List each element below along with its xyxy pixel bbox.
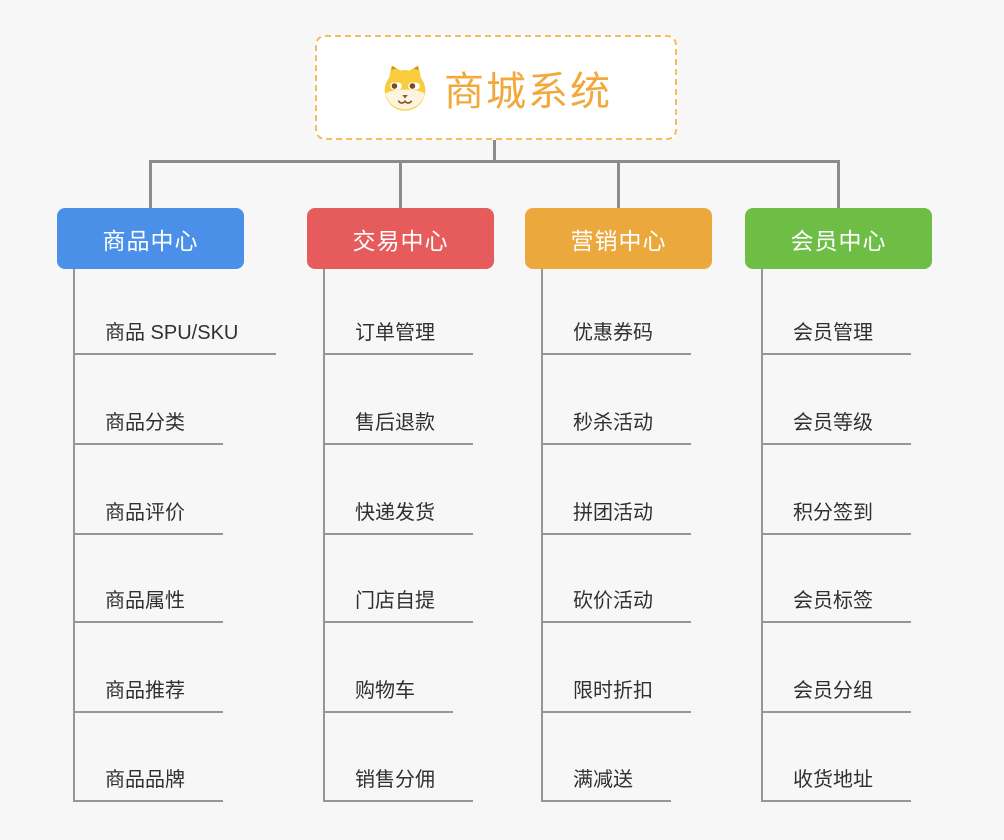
subtopic[interactable]: 商品 SPU/SKU xyxy=(73,319,277,355)
subtopic[interactable]: 满减送 xyxy=(541,766,671,802)
branch-node-products[interactable]: 商品中心 xyxy=(57,208,244,269)
subtopic[interactable]: 会员标签 xyxy=(761,587,911,623)
subtopic[interactable]: 会员管理 xyxy=(761,319,911,355)
subtopic[interactable]: 会员等级 xyxy=(761,409,911,445)
connector-drop-products xyxy=(149,160,152,210)
connector-drop-members xyxy=(837,160,840,210)
branch-line xyxy=(761,269,763,802)
subtopic[interactable]: 门店自提 xyxy=(323,587,473,623)
branch-node-marketing[interactable]: 营销中心 xyxy=(525,208,712,269)
branch-column-members: 会员管理 会员等级 积分签到 会员标签 会员分组 收货地址 xyxy=(761,269,993,804)
subtopic[interactable]: 会员分组 xyxy=(761,677,911,713)
subtopic[interactable]: 商品分类 xyxy=(73,409,223,445)
connector-drop-trade xyxy=(399,160,402,210)
subtopic[interactable]: 优惠券码 xyxy=(541,319,691,355)
subtopic[interactable]: 积分签到 xyxy=(761,499,911,535)
branch-column-products: 商品 SPU/SKU 商品分类 商品评价 商品属性 商品推荐 商品品牌 xyxy=(73,269,305,804)
branch-column-marketing: 优惠券码 秒杀活动 拼团活动 砍价活动 限时折扣 满减送 xyxy=(541,269,773,804)
subtopic[interactable]: 收货地址 xyxy=(761,766,911,802)
branch-node-members[interactable]: 会员中心 xyxy=(745,208,932,269)
subtopic[interactable]: 砍价活动 xyxy=(541,587,691,623)
subtopic[interactable]: 快递发货 xyxy=(323,499,473,535)
subtopic[interactable]: 商品评价 xyxy=(73,499,223,535)
branch-node-trade[interactable]: 交易中心 xyxy=(307,208,494,269)
branch-line xyxy=(323,269,325,802)
branch-column-trade: 订单管理 售后退款 快递发货 门店自提 购物车 销售分佣 xyxy=(323,269,555,804)
subtopic[interactable]: 订单管理 xyxy=(323,319,473,355)
root-topic[interactable]: 商城系统 xyxy=(315,35,677,140)
subtopic[interactable]: 购物车 xyxy=(323,677,453,713)
subtopic[interactable]: 商品品牌 xyxy=(73,766,223,802)
connector-bus xyxy=(149,160,840,163)
connector-root-drop xyxy=(493,140,496,162)
subtopic[interactable]: 售后退款 xyxy=(323,409,473,445)
subtopic[interactable]: 限时折扣 xyxy=(541,677,691,713)
dog-icon xyxy=(384,64,426,111)
connector-drop-marketing xyxy=(617,160,620,210)
subtopic[interactable]: 拼团活动 xyxy=(541,499,691,535)
branch-line xyxy=(73,269,75,802)
subtopic[interactable]: 秒杀活动 xyxy=(541,409,691,445)
root-topic-label: 商城系统 xyxy=(444,69,612,114)
branch-line xyxy=(541,269,543,802)
subtopic[interactable]: 商品属性 xyxy=(73,587,223,623)
subtopic[interactable]: 销售分佣 xyxy=(323,766,473,802)
subtopic[interactable]: 商品推荐 xyxy=(73,677,223,713)
